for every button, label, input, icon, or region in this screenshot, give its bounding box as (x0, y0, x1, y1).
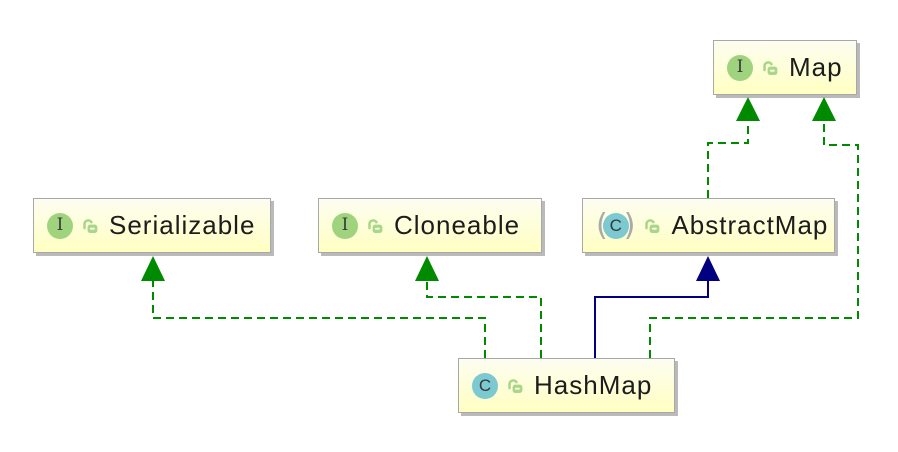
interface-icon: I (47, 212, 73, 239)
node-label: Map (789, 52, 843, 82)
class-node-abstractmap[interactable]: C AbstractMap (582, 198, 835, 253)
node-label: Cloneable (394, 210, 521, 240)
public-lock-icon (368, 219, 383, 233)
node-label: HashMap (534, 370, 653, 400)
public-lock-icon (645, 219, 660, 233)
public-lock-icon (83, 219, 98, 233)
arrowhead-icon (415, 256, 439, 281)
edge-hashmap-implements-map[interactable] (649, 97, 859, 358)
arrowhead-icon (736, 97, 760, 121)
class-node-hashmap[interactable]: C HashMap (458, 358, 675, 413)
node-label: AbstractMap (671, 210, 829, 240)
interface-icon: I (332, 212, 358, 239)
edge-abstractmap-implements-map[interactable] (707, 97, 760, 198)
public-lock-icon (508, 379, 523, 393)
abstract-class-icon: C (596, 212, 635, 239)
class-node-cloneable[interactable]: I Cloneable (318, 198, 542, 253)
public-lock-icon (763, 61, 778, 75)
node-label: Serializable (109, 210, 256, 240)
edge-hashmap-implements-cloneable[interactable] (415, 256, 542, 358)
class-node-serializable[interactable]: I Serializable (33, 198, 271, 253)
edge-hashmap-implements-serializable[interactable] (141, 256, 486, 358)
edge-hashmap-extends-abstractmap[interactable] (594, 256, 720, 358)
interface-icon: I (727, 54, 753, 81)
arrowhead-icon (141, 256, 165, 281)
arrowhead-icon (812, 97, 836, 121)
arrowhead-icon (696, 256, 720, 281)
class-node-map[interactable]: I Map (713, 40, 857, 95)
class-icon: C (472, 372, 498, 399)
